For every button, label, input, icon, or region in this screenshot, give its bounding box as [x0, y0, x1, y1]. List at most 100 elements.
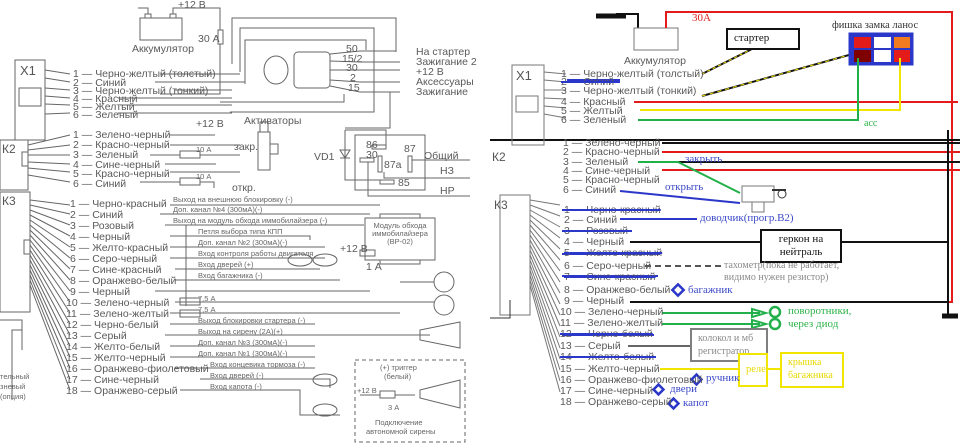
battery-label: Аккумулятор	[132, 43, 194, 55]
x3-function: Выход на внешнюю блокировку (-)	[173, 195, 293, 204]
reed-switch-box: геркон на нейтраль	[760, 229, 842, 263]
siren-trigger-color: (белый)	[384, 372, 412, 381]
open-label: откр.	[232, 182, 256, 194]
siren-caption: Подключение	[375, 418, 423, 427]
x3-wire-removed: 3 — Розовый	[564, 225, 628, 237]
x1-wire: 6 — Зеленый	[561, 114, 627, 126]
x1-connector-label: X1	[20, 63, 36, 78]
x3-wire: 3 — Розовый	[70, 220, 134, 232]
x1-wire: 3 — Черно-желтый (тонкий)	[73, 85, 209, 97]
x3-wire: 10 — Зелено-черный	[66, 297, 170, 309]
side-note: зневый	[0, 382, 26, 391]
relay-pin: 86	[366, 139, 378, 151]
box-line: регистратор	[698, 346, 750, 357]
x1-wire: 1 — Черно-желтый (толстый)	[73, 68, 216, 80]
relay-pin: 85	[398, 177, 410, 189]
x2-wire: 1 — Зелено-черный	[563, 137, 661, 149]
x3-wire: 5 — Желто-красный	[70, 242, 169, 254]
module-line: (BP-02)	[387, 237, 413, 246]
immobilizer-module: Модуль обхода иммобилайзера (BP-02)	[366, 222, 434, 246]
x3-wire: 7 — Сине-красный	[70, 264, 162, 276]
trunk-label: багажник	[688, 284, 733, 296]
x3-function: Петля выбора типа КПП	[198, 227, 283, 236]
original-wiring-diagram: +12 В Аккумулятор 30 А 50 На стартер 15/…	[0, 0, 477, 443]
x3-wire: 10 — Зелено-черный	[560, 306, 664, 318]
ign-output-label: Зажигание	[416, 86, 469, 98]
x3-wire-removed: 14 — Желто-белый	[560, 351, 655, 363]
x3-wire-removed: 5 — Желто-красный	[564, 247, 663, 259]
x2-fuse2-label: 10 А	[196, 172, 212, 181]
diode-label: VD1	[314, 151, 335, 163]
relay-output-label: НР	[440, 185, 455, 197]
right-wiring-lines	[490, 11, 960, 411]
x1-wire: 2 — Синий	[73, 77, 127, 89]
open-label: открыть	[665, 181, 704, 193]
x3-function: Доп. канал №4 (300мА)(-)	[173, 205, 263, 214]
x2-fuse1-label: 10 А	[196, 145, 212, 154]
x3-wire: 6 — Серо-черный	[564, 260, 652, 272]
x3-wire: 18 — Оранжево-серый	[560, 396, 672, 408]
x2-wire: 3 — Зеленый	[73, 149, 139, 161]
box-line: геркон на	[778, 233, 824, 245]
x3-function: Выход на сирену (2А)(+)	[198, 327, 283, 336]
x3-wire: 2 — Синий	[70, 209, 124, 221]
module-fuse-label: 1 А	[366, 261, 382, 273]
side-note: тельный	[0, 372, 30, 381]
x3-wire: 11 — Зелено-желтый	[66, 308, 170, 320]
x2-connector-label: К2	[2, 142, 16, 156]
siren-trigger-label: (+) триггер	[380, 363, 417, 372]
relay-pin: 30	[366, 149, 378, 161]
module-line: Модуль обхода	[373, 221, 427, 230]
x3-wire: 18 — Оранжево-серый	[66, 385, 178, 397]
x1-connector-label: X1	[516, 68, 532, 83]
turn-signals-label: поворотники,	[788, 305, 852, 317]
x2-wire: 4 — Сине-черный	[73, 159, 161, 171]
x1-wire: 5 — Желтый	[73, 101, 135, 113]
closer-label: доводчик(прогр.В2)	[700, 212, 794, 224]
x3-function: Доп. канал №2 (300мА)(-)	[198, 238, 288, 247]
handbrake-label: ручник	[706, 372, 740, 384]
x3-wire-removed: 12 — Черно-белый	[560, 328, 653, 340]
lock-plug-label: фишка замка ланос	[832, 20, 919, 31]
relay-output-label: НЗ	[440, 165, 454, 177]
doors-label: двери	[670, 383, 697, 395]
x1-wire-removed: 2 — Синий	[561, 76, 615, 88]
x1-wire: 6 — Зеленый	[73, 109, 139, 121]
x3-connector-label: К3	[2, 194, 16, 208]
x1-wire: 1 — Черно-желтый (толстый)	[561, 68, 704, 80]
x3-wire: 15 — Желто-черный	[66, 352, 166, 364]
ign-output-label: +12 В	[416, 66, 444, 78]
x3-function: Доп. канал №3 (300мА)(-)	[198, 338, 288, 347]
x1-wire: 4 — Красный	[561, 96, 626, 108]
x3-wire: 9 — Черный	[70, 286, 131, 298]
x3-wire: 16 — Оранжево-фиолетовый	[66, 363, 209, 375]
ign-pin: 15	[348, 82, 360, 94]
left-wiring-lines	[0, 7, 470, 443]
x2-connector-label: К2	[492, 150, 506, 164]
box-line: нейтраль	[779, 246, 823, 258]
x2-wire: 2 — Красно-черный	[73, 139, 170, 151]
x3-function: Вход багажника (-)	[198, 271, 263, 280]
x3-function: Вход дверей (+)	[198, 260, 254, 269]
trunk-lid-box: крышка багажника	[780, 352, 844, 388]
x2-wire: 3 — Зеленый	[563, 156, 629, 168]
x2-supply-label: +12 В	[196, 118, 224, 130]
battery-body	[139, 17, 183, 41]
relay-pin: 87a	[384, 159, 402, 171]
x2-wire: 6 — Синий	[563, 184, 617, 196]
side-note: (опция)	[0, 392, 26, 401]
ign-pin: 2	[350, 72, 356, 84]
relay-pin: 87	[404, 143, 416, 155]
starter-box: стартер	[726, 28, 800, 50]
x3-wire: 6 — Серо-черный	[70, 253, 158, 265]
x3-function: Вход капота (-)	[210, 382, 262, 391]
x3-fuse-label: 7,5 А	[198, 305, 216, 314]
x2-wire: 6 — Синий	[73, 178, 127, 190]
close-label: закрыть	[685, 153, 723, 165]
x1-wire: 4 — Красный	[73, 93, 138, 105]
battery-fuse-label: 30A	[692, 12, 711, 24]
ign-pin: 30	[346, 62, 358, 74]
tacho-note: видимо нужен резистор)	[724, 272, 829, 283]
x3-wire: 13 — Серый	[66, 330, 127, 342]
x3-wire: 14 — Желто-белый	[66, 341, 161, 353]
